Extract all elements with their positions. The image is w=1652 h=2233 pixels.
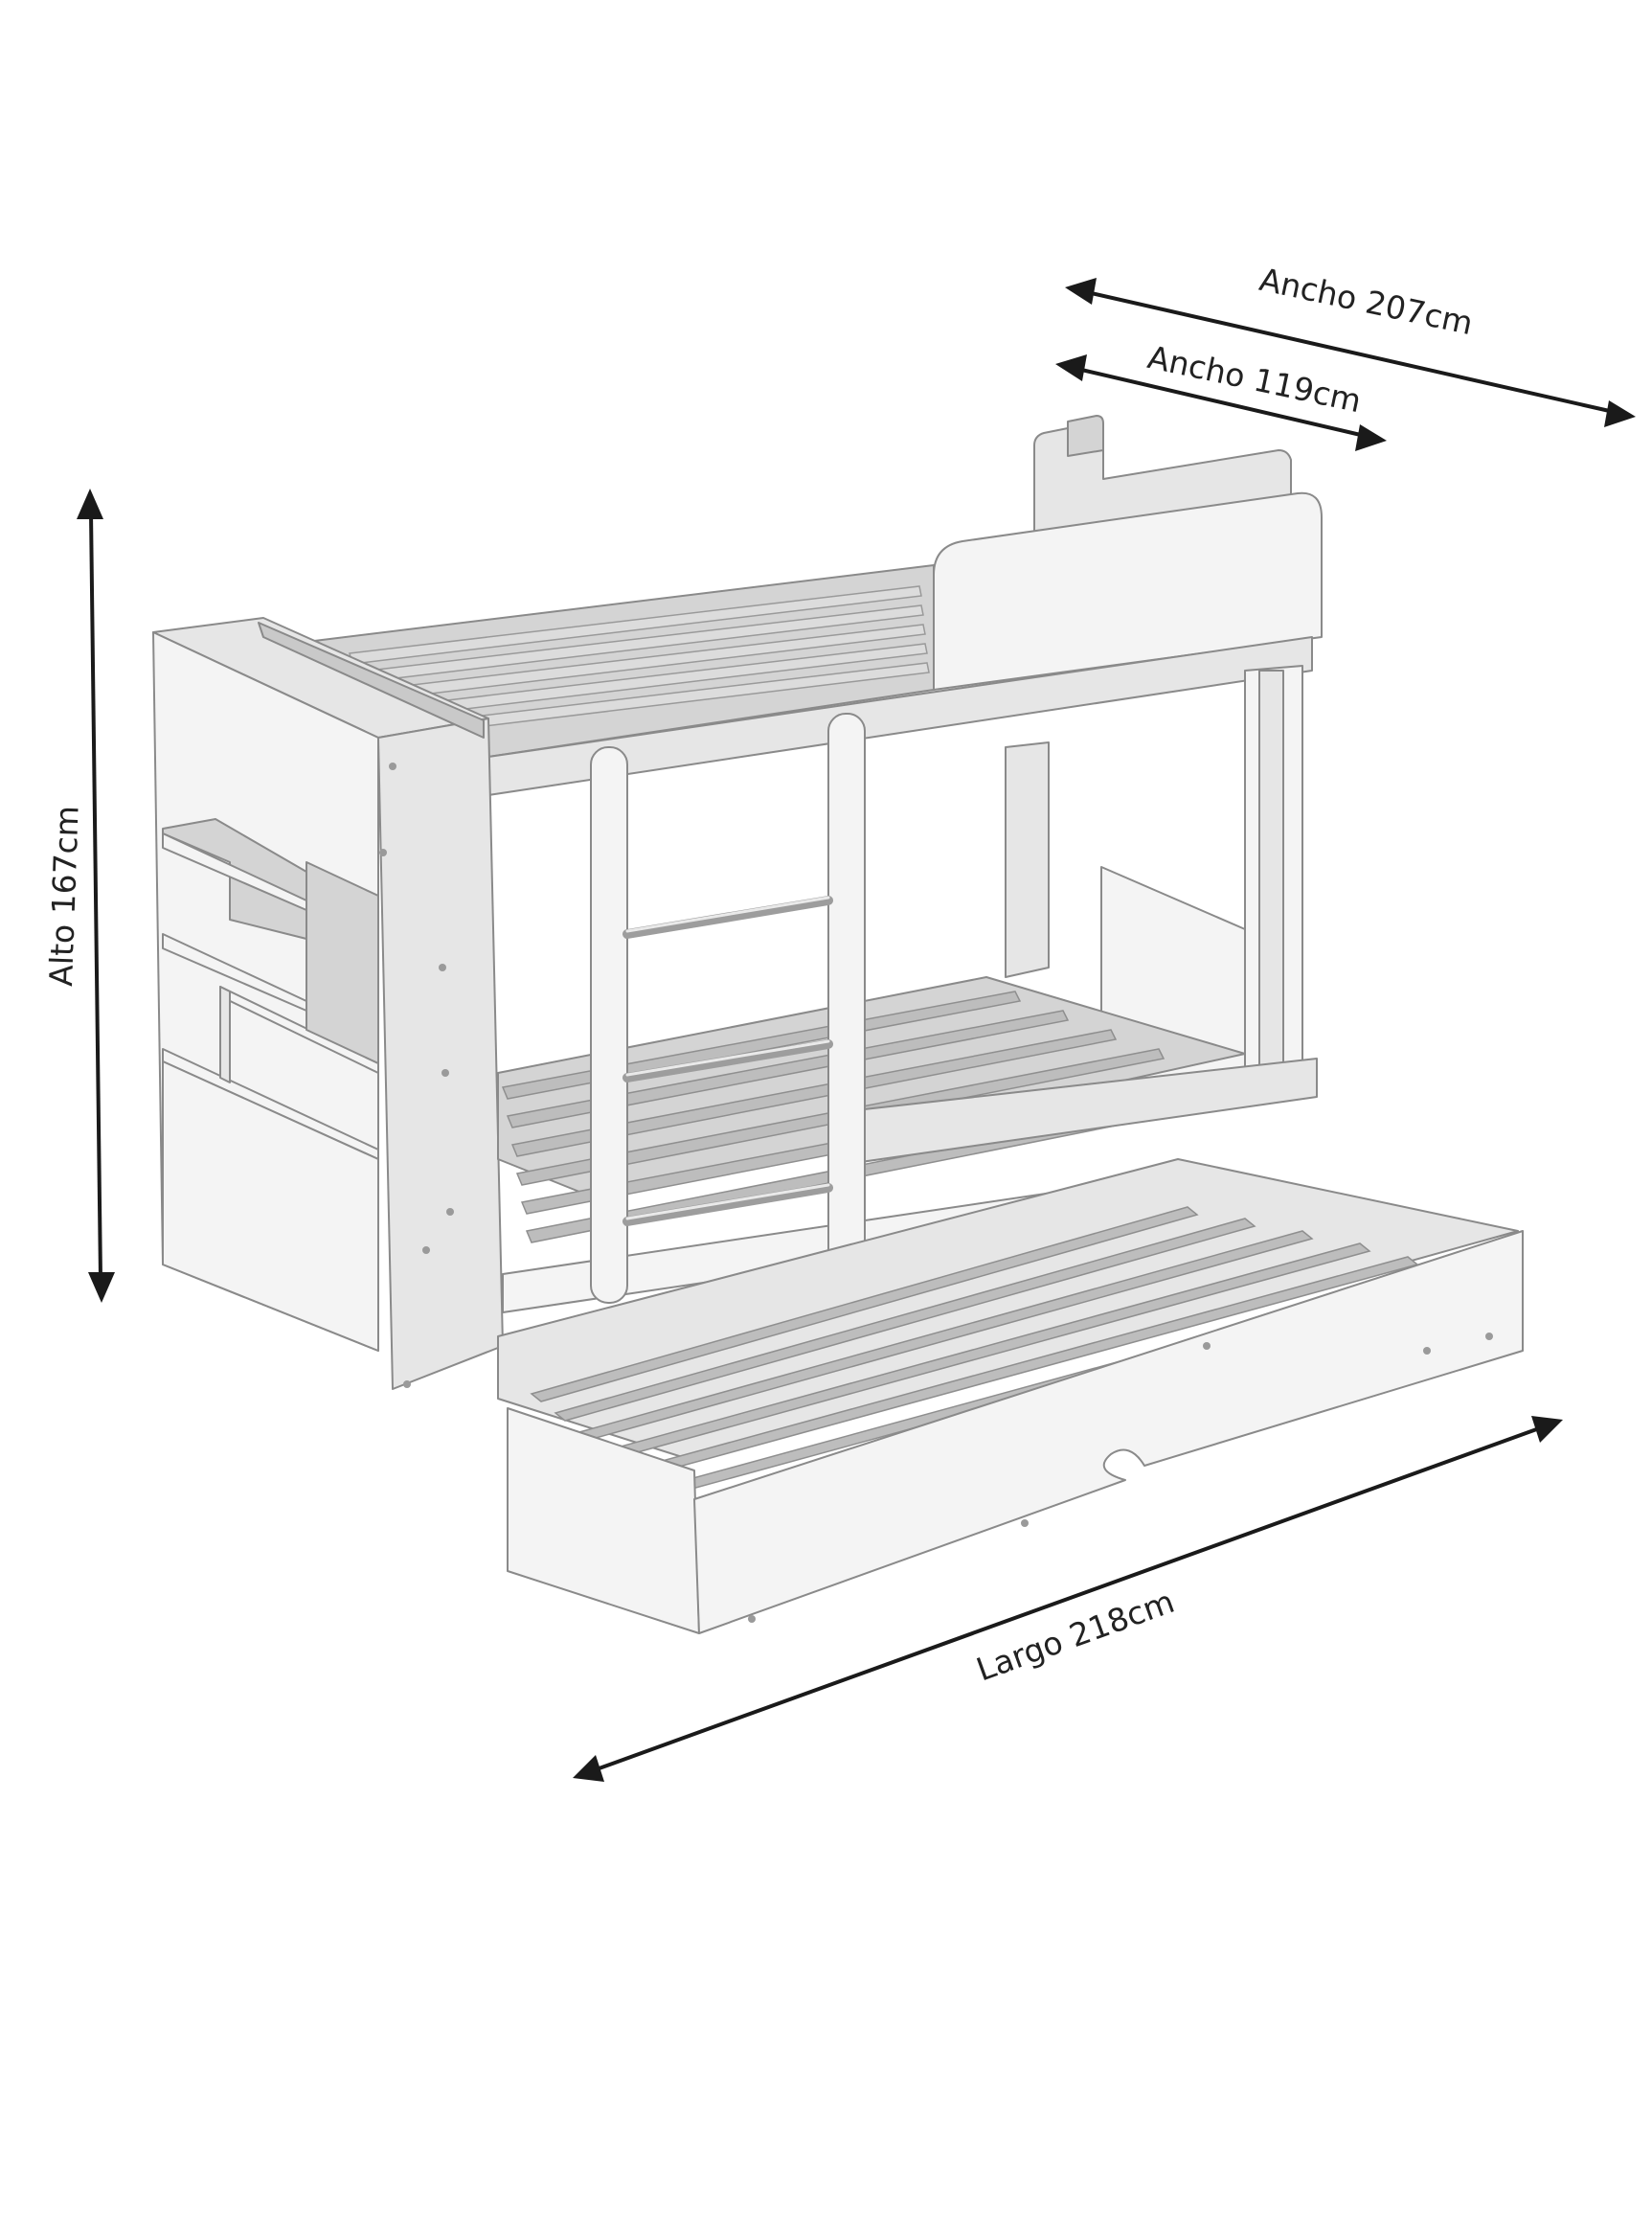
label-length: Largo 218cm [971, 1583, 1179, 1689]
bunk-bed-illustration [152, 415, 1524, 1634]
label-width-bed: Ancho 119cm [1144, 338, 1365, 420]
dimension-ancho-cama: Ancho 119cm [1055, 338, 1387, 451]
dimension-alto: Alto 167cm [42, 489, 115, 1303]
bookcase-tower [152, 617, 504, 1390]
trundle-drawer [497, 1158, 1524, 1634]
ladder [590, 713, 866, 1304]
label-width-total: Ancho 207cm [1256, 261, 1477, 342]
top-front-guard [487, 491, 1323, 796]
label-height: Alto 167cm [42, 805, 86, 987]
